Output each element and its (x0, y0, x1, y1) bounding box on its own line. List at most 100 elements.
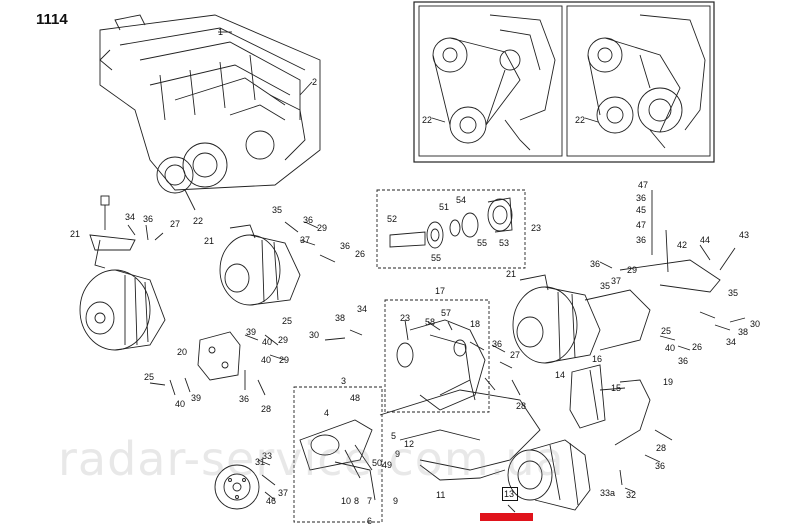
highlight-marker (480, 513, 533, 521)
callout-32: 32 (626, 490, 637, 500)
callout-43: 43 (739, 230, 750, 240)
callout-37: 37 (278, 488, 289, 498)
callout-1: 1 (218, 27, 224, 37)
callout-36: 36 (303, 215, 314, 225)
callout-50: 50 (372, 458, 383, 468)
callout-26: 26 (355, 249, 366, 259)
callout-25: 25 (282, 316, 293, 326)
callout-14: 14 (555, 370, 566, 380)
callout-39: 39 (246, 327, 257, 337)
callout-42: 42 (677, 240, 688, 250)
callout-47: 47 (638, 180, 649, 190)
callout-58: 58 (425, 317, 436, 327)
callout-28: 28 (656, 443, 667, 453)
callout-23: 23 (400, 313, 411, 323)
callout-36: 36 (492, 339, 503, 349)
highlighted-callout-13: 13 (504, 489, 515, 499)
callout-46: 46 (266, 496, 277, 506)
callout-4: 4 (324, 408, 330, 418)
callout-9: 9 (395, 449, 401, 459)
callout-21: 21 (70, 229, 81, 239)
callout-52: 52 (387, 214, 398, 224)
callout-8: 8 (354, 496, 360, 506)
callout-36: 36 (678, 356, 689, 366)
callout-40: 40 (665, 343, 676, 353)
inset-left-belt-drawing (432, 14, 556, 151)
callout-7: 7 (367, 496, 373, 506)
callout-30: 30 (309, 330, 320, 340)
callout-23: 23 (531, 223, 542, 233)
callout-36: 36 (239, 394, 250, 404)
callout-3: 3 (341, 376, 347, 386)
pump-assembly-drawing (299, 419, 376, 501)
callout-36: 36 (655, 461, 666, 471)
callout-30: 30 (750, 319, 761, 329)
callout-40: 40 (261, 355, 272, 365)
callout-34: 34 (726, 337, 737, 347)
callout-29: 29 (317, 223, 328, 233)
callout-35: 35 (600, 281, 611, 291)
callout-45: 45 (636, 205, 647, 215)
engine-assembly-drawing (99, 14, 321, 194)
callout-15: 15 (611, 383, 622, 393)
inset-right-belt-drawing (587, 14, 706, 149)
callout-27: 27 (510, 350, 521, 360)
callout-12: 12 (404, 439, 415, 449)
callout-47: 47 (636, 220, 647, 230)
tensioner-bracket-drawing (396, 319, 486, 411)
callout-11: 11 (436, 490, 446, 500)
inset-left-callout-22: 22 (422, 115, 433, 125)
callout-10: 10 (341, 496, 352, 506)
callout-33a: 33a (600, 488, 616, 498)
watermark: radar-service.com.ua (58, 432, 565, 486)
pulley-drawing (214, 464, 260, 510)
callout-49: 49 (382, 460, 393, 470)
alternator-middle-drawing (219, 224, 301, 306)
callout-2: 2 (312, 77, 318, 87)
inset-right-callout-22: 22 (575, 115, 586, 125)
alternator-left-drawing (79, 234, 166, 351)
callout-26: 26 (692, 342, 703, 352)
callout-51: 51 (439, 202, 450, 212)
callout-21: 21 (506, 269, 517, 279)
callout-36: 36 (636, 235, 647, 245)
callout-20: 20 (177, 347, 188, 357)
callout-29: 29 (627, 265, 638, 275)
callout-35: 35 (272, 205, 283, 215)
callout-5: 5 (391, 431, 397, 441)
callout-37: 37 (300, 235, 311, 245)
callout-28: 28 (516, 401, 527, 411)
callout-34: 34 (125, 212, 136, 222)
bearing-kit-drawing (389, 197, 513, 249)
callout-39: 39 (191, 393, 202, 403)
callout-27: 27 (170, 219, 181, 229)
callout-48: 48 (350, 393, 361, 403)
highlighted-callout-box (502, 487, 518, 501)
callout-38: 38 (335, 313, 346, 323)
callout-55: 55 (477, 238, 488, 248)
callout-44: 44 (700, 235, 711, 245)
callout-35: 35 (728, 288, 739, 298)
callout-36: 36 (143, 214, 154, 224)
callout-34: 34 (357, 304, 368, 314)
callout-9: 9 (393, 496, 399, 506)
mounting-bracket-left-drawing (197, 331, 241, 381)
callout-38: 38 (738, 327, 749, 337)
callout-25: 25 (661, 326, 672, 336)
callout-57: 57 (441, 308, 452, 318)
callout-53: 53 (499, 238, 510, 248)
callout-22: 22 (193, 216, 204, 226)
callout-29: 29 (279, 355, 290, 365)
callout-54: 54 (456, 195, 467, 205)
support-bracket-drawing (569, 364, 626, 429)
callout-28: 28 (261, 404, 272, 414)
callout-21: 21 (204, 236, 215, 246)
callout-31: 31 (255, 457, 266, 467)
figure-number: 1114 (36, 11, 68, 28)
callout-36: 36 (590, 259, 601, 269)
callout-18: 18 (470, 319, 481, 329)
compressor-drawing (507, 439, 591, 511)
callout-40: 40 (262, 337, 273, 347)
callout-36: 36 (340, 241, 351, 251)
callout-25: 25 (144, 372, 155, 382)
